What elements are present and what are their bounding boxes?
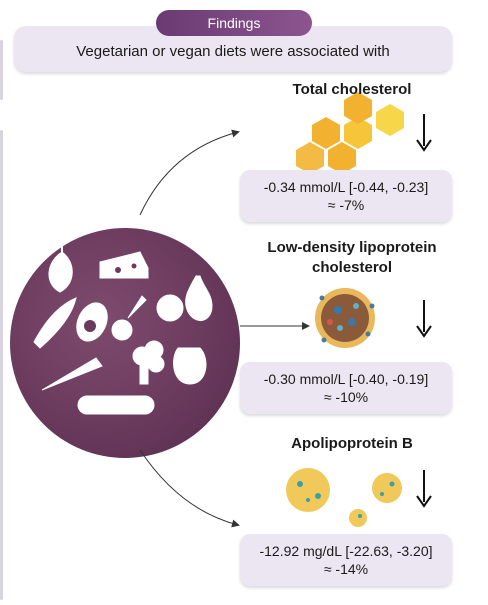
avocado-icon [76,302,108,342]
result-box-total-cholesterol: -0.34 mmol/L [-0.44, -0.23] ≈ -7% [240,170,452,222]
result-value: -0.34 mmol/L [-0.44, -0.23] [263,179,429,195]
bread-icon [77,395,155,415]
ldl-particle-icon [315,288,375,348]
outcome-title-apob: Apolipoprotein B [252,434,452,454]
outcome-title: Total cholesterol [292,81,412,98]
pear-icon [185,275,213,321]
banner-text: Vegetarian or vegan diets were associate… [76,42,390,60]
findings-pill: Findings [156,10,312,36]
outcome-title-total-cholesterol: Total cholesterol [252,80,452,100]
result-box-ldl: -0.30 mmol/L [-0.40, -0.19] ≈ -10% [240,362,452,414]
outcome-title: Apolipoprotein B [291,435,413,452]
result-percent: ≈ -10% [323,389,369,405]
down-arrow-icon [416,300,432,338]
outcome-title-line2: cholesterol [311,259,393,276]
pea-pod-icon [33,297,77,349]
bell-pepper-icon [173,347,207,385]
left-frame-line-top [0,40,3,100]
down-arrow-icon [416,470,432,508]
pill-label: Findings [207,15,261,31]
result-percent: ≈ -14% [323,561,369,577]
honeycomb-icon [296,92,404,174]
apple-icon [156,294,184,322]
onion-icon [48,246,73,293]
result-percent: ≈ -7% [327,197,365,213]
left-frame-line-bottom [0,130,3,600]
result-value: -0.30 mmol/L [-0.40, -0.19] [263,371,429,387]
apob-particles-icon [286,468,402,527]
outcome-title-ldl: Low-density lipoprotein cholesterol [232,238,472,278]
radish-icon [111,295,147,341]
broccoli-icon [132,340,165,385]
outcome-title-line1: Low-density lipoprotein [267,239,437,256]
result-box-apob: -12.92 mg/dL [-22.63, -3.20] ≈ -14% [240,534,452,586]
down-arrow-icon [416,114,432,152]
result-value: -12.92 mg/dL [-22.63, -3.20] [259,543,433,559]
cheese-icon [99,251,149,279]
arrow-to-total-cholesterol [139,129,240,216]
arrow-to-apob [139,449,240,528]
carrot-icon [41,357,103,391]
